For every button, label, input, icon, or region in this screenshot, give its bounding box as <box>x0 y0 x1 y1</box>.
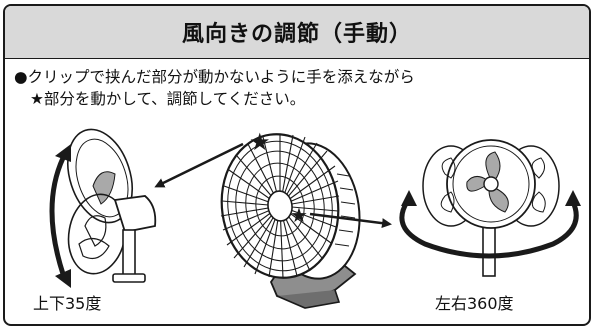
title-bar: 風向きの調節（手動） <box>5 6 589 59</box>
up-down-arrow-icon <box>49 155 66 277</box>
page-title: 風向きの調節（手動） <box>181 22 412 47</box>
rotation-arrow-icon <box>399 199 579 259</box>
tilt-angle-caption: 上下35度 <box>33 294 102 313</box>
pointer-arrow-icon <box>154 142 244 188</box>
star-icon: ★ <box>30 90 44 108</box>
instruction-text: ●クリップで挟んだ部分が動かないように手を添えながら ★部分を動かして、調節して… <box>14 66 584 110</box>
clip-fan-figure <box>220 133 361 309</box>
instruction-line-1-text: クリップで挟んだ部分が動かないように手を添えながら <box>27 68 415 86</box>
instruction-line-1: ●クリップで挟んだ部分が動かないように手を添えながら <box>14 66 584 88</box>
star-marker-icon: ★ <box>249 128 271 156</box>
swivel-fan-figure <box>399 139 581 277</box>
star-marker-icon: ★ <box>290 203 308 227</box>
fan-illustrations: ★ ★ <box>49 128 581 309</box>
instruction-line-2-text: 部分を動かして、調節してください。 <box>43 90 306 108</box>
instruction-panel: 風向きの調節（手動） ●クリップで挟んだ部分が動かないように手を添えながら ★部… <box>3 4 591 326</box>
swivel-angle-caption: 左右360度 <box>435 294 514 313</box>
tilt-fan-figure <box>49 128 157 288</box>
bullet-icon: ● <box>14 68 28 86</box>
instruction-line-2: ★部分を動かして、調節してください。 <box>14 88 584 110</box>
pointer-arrow-icon <box>309 212 392 229</box>
